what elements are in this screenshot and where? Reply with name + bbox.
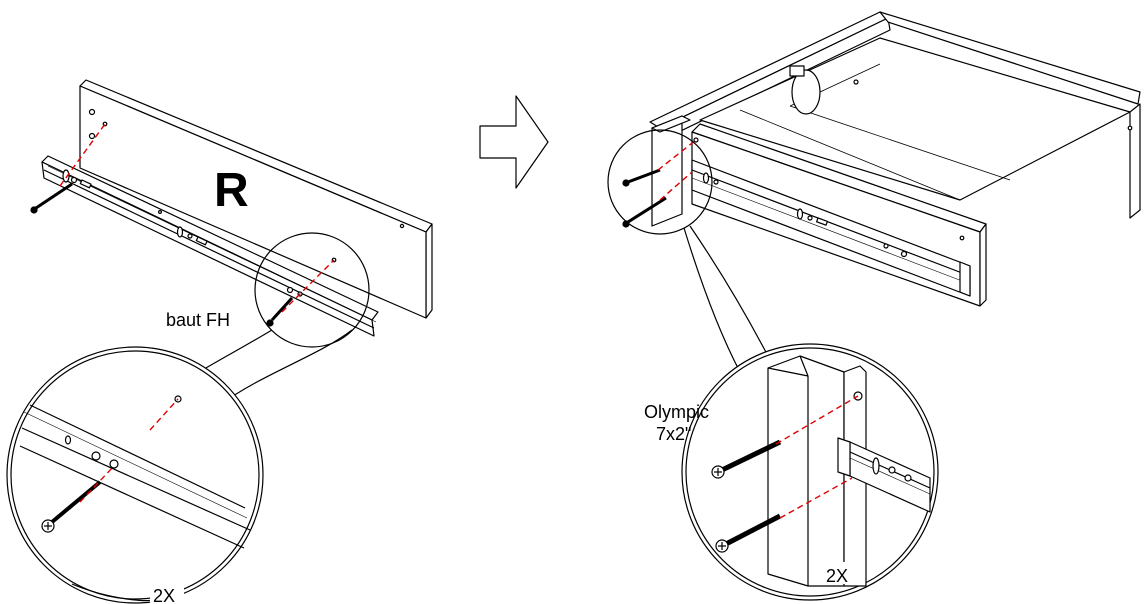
screw-icon xyxy=(30,182,73,214)
screw-icon xyxy=(266,296,294,327)
hardware-label: baut FH xyxy=(166,310,230,330)
guide-line xyxy=(281,259,335,313)
left-step xyxy=(6,79,433,604)
screw-label-line2: 7x2" xyxy=(656,424,691,444)
guide-line xyxy=(657,139,697,171)
guide-line xyxy=(659,171,693,201)
screw-icon xyxy=(622,168,661,187)
drawer-slide xyxy=(41,155,379,337)
next-step-arrow-icon xyxy=(479,95,549,189)
side-mark-label: R xyxy=(214,164,249,217)
magnifier-connector xyxy=(683,227,741,373)
magnifier-connector xyxy=(689,225,769,357)
quantity-label-left: 2X xyxy=(153,586,175,604)
magnifier-circle xyxy=(254,232,370,348)
right-step xyxy=(607,11,1141,601)
guide-line xyxy=(59,123,106,187)
side-panel-right xyxy=(79,79,433,319)
quantity-label-right: 2X xyxy=(826,566,848,586)
screw-label-line1: Olympic xyxy=(644,402,709,422)
drawer-slide xyxy=(691,159,971,297)
magnifier-circle xyxy=(607,129,713,235)
zoom-detail-right xyxy=(681,343,939,601)
zoom-detail-left xyxy=(6,346,264,604)
